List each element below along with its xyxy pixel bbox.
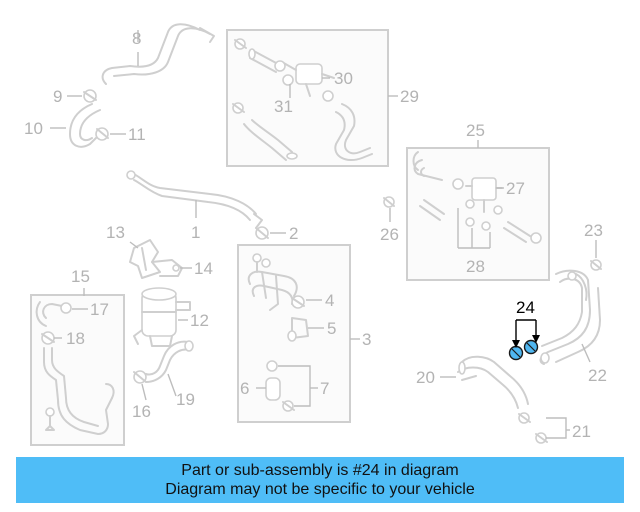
callout-1: 1	[191, 223, 200, 242]
callout-18: 18	[66, 329, 85, 348]
callout-2: 2	[289, 224, 298, 243]
callout-27: 27	[506, 179, 525, 198]
callout-14: 14	[194, 259, 213, 278]
callout-15: 15	[71, 267, 90, 286]
clamp-24-highlighted[interactable]	[508, 339, 539, 361]
hose-25c	[503, 221, 542, 244]
clamp-21	[518, 412, 548, 444]
valve-27	[452, 177, 503, 215]
callout-13: 13	[106, 223, 125, 242]
clamp-29b	[232, 102, 245, 114]
clamp-7b	[282, 400, 295, 412]
callout-11: 11	[128, 125, 146, 144]
callout-10: 10	[24, 119, 43, 138]
callout-24: 24	[516, 298, 535, 317]
hose-19	[145, 340, 194, 383]
callout-labels: 1 2 3 4 5 6 7 8 9 10 11 12 13 14 15 16 1…	[24, 29, 607, 441]
pump-12	[133, 287, 191, 347]
hose-5	[287, 317, 309, 342]
banner-line-2: Diagram may not be specific to your vehi…	[165, 481, 475, 498]
callout-29: 29	[400, 87, 419, 106]
clamp-29a	[234, 38, 247, 50]
info-banner: Part or sub-assembly is #24 in diagram D…	[16, 457, 624, 503]
clamp-2	[255, 226, 269, 240]
pipe-22	[539, 269, 601, 365]
callout-17: 17	[90, 300, 109, 319]
callout-4: 4	[325, 291, 334, 310]
callout-5: 5	[327, 319, 336, 338]
callout-6: 6	[240, 379, 249, 398]
callout-7: 7	[320, 379, 329, 398]
clamp-28	[465, 217, 491, 231]
hose-29a	[248, 48, 279, 73]
clamp-7a	[266, 360, 278, 372]
callout-22: 22	[588, 366, 607, 385]
clamp-18	[41, 331, 55, 345]
callout-8: 8	[132, 29, 141, 48]
hose-group-3	[247, 270, 298, 311]
leader-lines	[50, 30, 597, 439]
pipe-1	[126, 170, 263, 229]
clamp-16	[133, 370, 147, 384]
clamp-23	[590, 259, 602, 271]
callout-23: 23	[584, 221, 603, 240]
callout-30: 30	[334, 69, 353, 88]
callout-28: 28	[466, 257, 485, 276]
callout-19: 19	[176, 390, 195, 409]
callout-26: 26	[380, 225, 399, 244]
callout-3: 3	[362, 330, 371, 349]
bracket-13	[129, 239, 161, 279]
banner-line-1: Part or sub-assembly is #24 in diagram	[181, 462, 459, 479]
bolt-group-3	[252, 253, 271, 273]
callout-31: 31	[274, 97, 293, 116]
clamp-31	[282, 74, 334, 102]
clamp-26	[383, 196, 395, 208]
hose-29b	[243, 119, 298, 161]
hose-25a	[412, 151, 443, 181]
callout-9: 9	[53, 87, 62, 106]
hose-10	[69, 103, 101, 148]
hose-17	[35, 301, 72, 327]
clamp-9	[83, 89, 97, 103]
hose-8	[101, 23, 215, 85]
valve-30	[274, 60, 335, 97]
hose-29c	[334, 103, 373, 162]
hose-6	[265, 377, 281, 401]
clamp-4	[291, 295, 305, 309]
callout-20: 20	[416, 368, 435, 387]
callout-12: 12	[190, 311, 209, 330]
callout-16: 16	[132, 402, 151, 421]
hose-20	[457, 355, 529, 409]
callout-25: 25	[466, 121, 485, 140]
hose-25b	[419, 199, 445, 221]
callout-21: 21	[572, 422, 591, 441]
pipe-15	[43, 347, 115, 435]
clamp-11	[95, 127, 109, 141]
leader-24	[512, 319, 540, 348]
